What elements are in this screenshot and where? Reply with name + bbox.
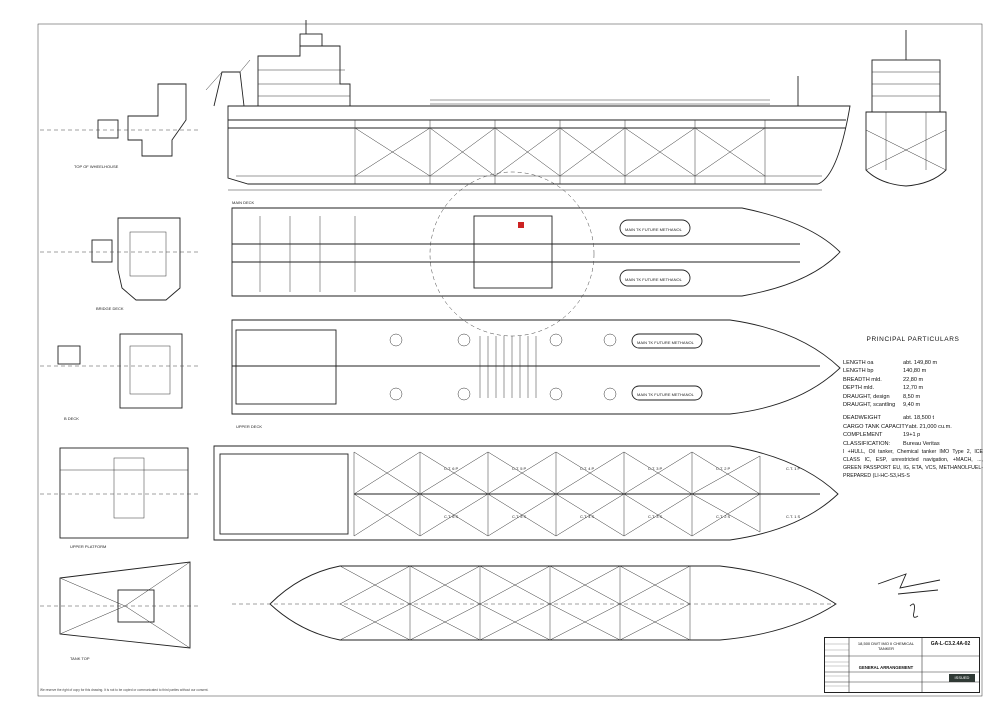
tank-note-label: MAIN TK FUTURE METHANOL xyxy=(625,277,683,282)
front-elevation xyxy=(865,30,947,187)
particulars-row: DEPTH mld. 12,70 m xyxy=(843,384,983,392)
particulars-value: 12,70 m xyxy=(903,385,924,392)
cargo-tank-label: C.T. 1 P xyxy=(786,466,801,471)
cargo-tank-labels: C.T. 1 P C.T. 2 P C.T. 3 P C.T. 4 P C.T. 5 P… xyxy=(444,466,801,519)
particulars-label: COMPLEMENT xyxy=(843,432,883,439)
view-label-upper-deck: UPPER DECK xyxy=(236,424,262,429)
cargo-tank-label: C.T. 4 S xyxy=(580,514,595,519)
cargo-tank-label: C.T. 2 S xyxy=(716,514,731,519)
project-name: 18,500 DWT IMO II CHEMICAL TANKER xyxy=(857,641,915,651)
particulars-label: BREADTH mld. xyxy=(843,376,882,383)
particulars-label: DEADWEIGHT xyxy=(843,415,881,422)
cargo-tank-label: C.T. 1 S xyxy=(786,514,801,519)
particulars-row: DRAUGHT, design 8,50 m xyxy=(843,393,983,401)
particulars-value: 9,40 m xyxy=(903,402,921,409)
particulars-title: PRINCIPAL PARTICULARS xyxy=(866,336,960,343)
particulars-label: DRAUGHT, design xyxy=(843,393,890,400)
particulars-row: DRAUGHT, scantling 9,40 m xyxy=(843,401,983,409)
cargo-tank-label: C.T. 2 P xyxy=(716,466,731,471)
view-label-top-wheelhouse: TOP OF WHEELHOUSE xyxy=(74,164,119,169)
particulars-row: DEADWEIGHT abt. 18,500 t xyxy=(843,414,983,422)
copyright-note: We reserve the right of copy for this dr… xyxy=(40,688,209,692)
bottom-hull-plan xyxy=(232,565,837,641)
particulars-value: 8,50 m xyxy=(903,393,921,400)
cargo-tank-plan xyxy=(213,445,839,541)
left-deck-plans xyxy=(40,83,200,649)
cargo-tank-label: C.T. 6 S xyxy=(444,514,459,519)
particulars-value: Bureau Veritas xyxy=(903,440,940,447)
class-notation: I +HULL, Oil tanker, Chemical tanker IMO… xyxy=(843,449,983,480)
drawing-title: GENERAL ARRANGEMENT xyxy=(858,665,914,670)
view-label-bridge-deck: BRIDGE DECK xyxy=(96,306,124,311)
particulars-value: abt. 21,000 cu.m. xyxy=(908,423,952,430)
upper-deck-plan xyxy=(231,319,841,415)
particulars-label: DEPTH mld. xyxy=(843,385,875,392)
tank-note-label: MAIN TK FUTURE METHANOL xyxy=(637,392,695,397)
cargo-tank-label: C.T. 3 P xyxy=(648,466,663,471)
particulars-row: LENGTH bp 140,80 m xyxy=(843,367,983,375)
tank-note-label: MAIN TK FUTURE METHANOL xyxy=(625,227,683,232)
red-marker xyxy=(518,222,524,228)
signature xyxy=(877,573,941,595)
particulars-label: LENGTH bp xyxy=(843,368,874,375)
drawing-number: GA-L-C3.2.4A-02 xyxy=(930,641,971,647)
initials xyxy=(909,603,919,618)
particulars-row: BREADTH mld. 22,80 m xyxy=(843,376,983,384)
tank-note-label: MAIN TK FUTURE METHANOL xyxy=(637,340,695,345)
cargo-tank-label: C.T. 5 P xyxy=(512,466,527,471)
main-deck-plan xyxy=(231,171,841,337)
particulars-label: CLASSIFICATION: xyxy=(843,440,891,447)
view-label-upper-platform: UPPER PLATFORM xyxy=(70,544,106,549)
particulars-value: 140,80 m xyxy=(903,368,927,375)
particulars-value: abt. 149,80 m xyxy=(903,360,938,366)
cargo-tank-label: C.T. 6 P xyxy=(444,466,459,471)
particulars-label: DRAUGHT, scantling xyxy=(843,402,896,409)
principal-particulars-table: PRINCIPAL PARTICULARS LENGTH oa abt. 149,… xyxy=(843,336,983,480)
view-label-b-deck: B DECK xyxy=(64,416,79,421)
title-block: 18,500 DWT IMO II CHEMICAL TANKER GENERA… xyxy=(824,637,980,693)
particulars-value: 22,80 m xyxy=(903,376,924,383)
cargo-tank-label: C.T. 4 P xyxy=(580,466,595,471)
profile-view xyxy=(205,20,851,191)
view-label-tank-top: TANK TOP xyxy=(70,656,90,661)
particulars-value: 19+1 p xyxy=(903,432,921,439)
particulars-label: LENGTH oa xyxy=(843,360,874,366)
issue-stamp: ISSUED xyxy=(949,674,975,682)
particulars-label: CARGO TANK CAPACITY xyxy=(843,423,909,430)
title-block-grid xyxy=(825,638,979,692)
sheet-border xyxy=(37,23,983,697)
particulars-row: COMPLEMENT 19+1 p xyxy=(843,431,983,439)
cargo-tank-label: C.T. 5 S xyxy=(512,514,527,519)
particulars-row: LENGTH oa abt. 149,80 m xyxy=(843,359,983,367)
particulars-row: CLASSIFICATION: Bureau Veritas xyxy=(843,440,983,448)
cargo-tank-label: C.T. 3 S xyxy=(648,514,663,519)
view-label-main-deck: MAIN DECK xyxy=(232,200,255,205)
particulars-value: abt. 18,500 t xyxy=(903,415,935,422)
